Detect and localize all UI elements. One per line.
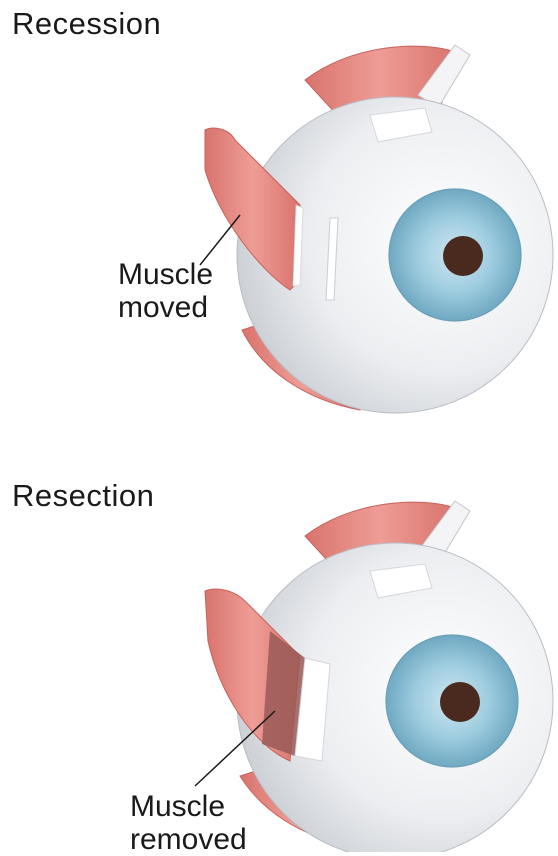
pupil [443,236,483,276]
pupil [440,682,480,722]
label-line-1: Muscle [118,258,213,291]
recession-panel: Recession Muscle moved [0,0,558,426]
resection-panel: Resection Muscle removed [0,426,558,852]
label-line-2: moved [118,291,213,324]
label-line-2: removed [130,823,247,856]
resection-eye-illustration [0,426,558,852]
recession-label: Muscle moved [118,258,213,324]
label-line-1: Muscle [130,790,247,823]
resection-label: Muscle removed [130,790,247,856]
recession-eye-illustration [0,0,558,426]
